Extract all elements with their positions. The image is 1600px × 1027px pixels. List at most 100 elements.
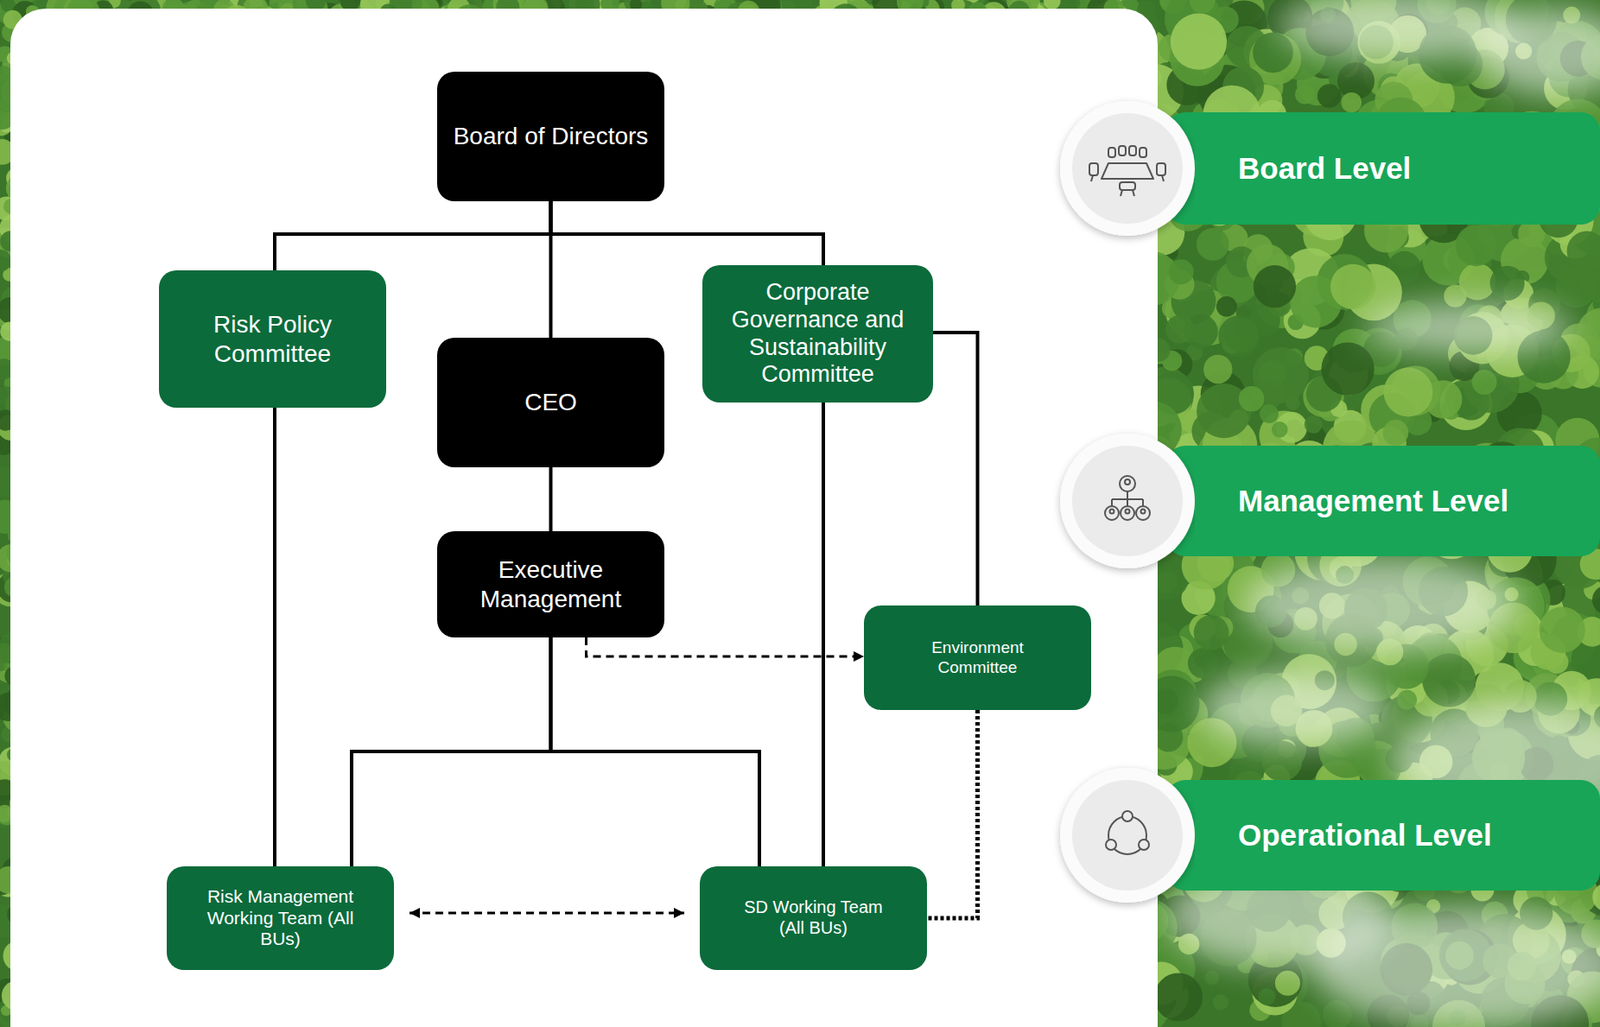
reporting-line (551, 201, 825, 266)
dashed-connector (409, 912, 685, 915)
tree-crown (1170, 13, 1227, 70)
box-label: Executive Management (451, 555, 651, 613)
cycle-icon (1105, 811, 1150, 855)
chair (1118, 146, 1126, 156)
person-circle (1120, 506, 1135, 521)
level-label: Board Level (1238, 150, 1411, 186)
dashed-connector (586, 637, 865, 657)
icon-disc (1072, 780, 1183, 891)
tree-crown (1592, 882, 1600, 912)
tree-crown (1168, 259, 1194, 285)
mist-cloud (1365, 302, 1573, 355)
chair (1108, 147, 1116, 158)
reporting-line (549, 467, 553, 532)
level-band: Management Level (1194, 445, 1600, 557)
level-band: Operational Level (1194, 780, 1600, 891)
chair (1089, 163, 1099, 176)
committee-box: Environment Committee (863, 605, 1092, 711)
tree-crown (1212, 994, 1229, 1010)
tree-crown (1539, 607, 1586, 654)
cycle-dot (1105, 839, 1117, 851)
level-label: Operational Level (1238, 817, 1493, 853)
mist-cloud (1313, 907, 1600, 1027)
mist (1166, 0, 1600, 1027)
tree-crown (1271, 421, 1289, 439)
tree-crown (1203, 355, 1232, 384)
person-head (1125, 509, 1131, 515)
icon-ring (1060, 101, 1195, 236)
tree-crown (1340, 92, 1362, 114)
tree-crown (1204, 971, 1220, 986)
tree-crown (1196, 228, 1230, 261)
board-box: Board of Directors (437, 71, 665, 202)
box-label: Risk Management Working Team (All BUs) (198, 886, 363, 951)
tree-crown (1238, 386, 1265, 413)
team-box: SD Working Team (All BUs) (699, 866, 927, 971)
chair (1139, 147, 1147, 158)
icon-ring (1060, 433, 1195, 569)
person-circle (1104, 506, 1119, 521)
reporting-line (933, 332, 978, 606)
cycle-dot (1122, 811, 1133, 822)
cycle-dot (1138, 839, 1150, 851)
mist-cloud (1200, 669, 1391, 748)
team-box: Risk Management Working Team (All BUs) (166, 866, 394, 971)
mist-cloud (1477, 8, 1600, 96)
tree-crown (1285, 395, 1301, 411)
level-label: Management Level (1238, 482, 1509, 519)
tree-crown (1330, 264, 1376, 310)
org-lines (1111, 491, 1143, 507)
chair (1156, 163, 1166, 176)
chair (1119, 182, 1136, 191)
org-chart-icon (1104, 476, 1150, 521)
reporting-line (351, 637, 552, 867)
committee-box: Risk Policy Committee (158, 270, 387, 408)
tree-crown (1396, 690, 1417, 711)
box-label: Risk Policy Committee (173, 310, 373, 368)
reporting-line (821, 402, 826, 867)
tree-crown (1317, 83, 1341, 108)
tree-crown (0, 249, 12, 273)
white-panel (10, 8, 1158, 1027)
tree-crown (1295, 84, 1315, 105)
tree-crown (1154, 972, 1203, 1022)
tree-crown (1320, 342, 1374, 395)
chair-legs (1091, 175, 1164, 197)
person-circle (1136, 506, 1150, 521)
tree-crown (1384, 368, 1434, 418)
box-label: SD Working Team (All BUs) (737, 897, 889, 939)
tree-crown (1043, 0, 1061, 10)
tree-crown (1472, 369, 1498, 395)
tree-crown (1257, 988, 1276, 1006)
icon-disc (1072, 113, 1183, 224)
tree-crown (1275, 971, 1301, 997)
reporting-line (274, 201, 552, 271)
tree-crown (1165, 315, 1194, 344)
icon-disc (1072, 445, 1183, 557)
tree-crown (1383, 419, 1410, 446)
tree-crown (1218, 315, 1260, 357)
executive-box: Executive Management (437, 531, 665, 638)
reporting-line (273, 407, 277, 867)
table-shape (1101, 163, 1154, 179)
tree-crown (1189, 0, 1216, 14)
box-label: Corporate Governance and Sustainability … (714, 279, 921, 389)
icon-circles (1060, 101, 1195, 903)
box-label: Board of Directors (453, 121, 649, 151)
tree-crown (1592, 585, 1600, 615)
tree-crown (1216, 296, 1238, 318)
tree-crown (1422, 653, 1476, 708)
dotted-connector (926, 710, 978, 919)
person-head (1141, 509, 1146, 515)
person-head (1124, 479, 1131, 485)
person-circle (1119, 476, 1136, 492)
reporting-line (551, 637, 761, 867)
committee-box: Corporate Governance and Sustainability … (702, 265, 934, 403)
level-band: Board Level (1194, 112, 1600, 225)
tree-crown (1304, 415, 1323, 434)
tree-crown (1490, 266, 1525, 301)
icon-ring (1060, 768, 1195, 903)
executive-box: CEO (437, 337, 665, 468)
tree-crown (1187, 647, 1219, 679)
